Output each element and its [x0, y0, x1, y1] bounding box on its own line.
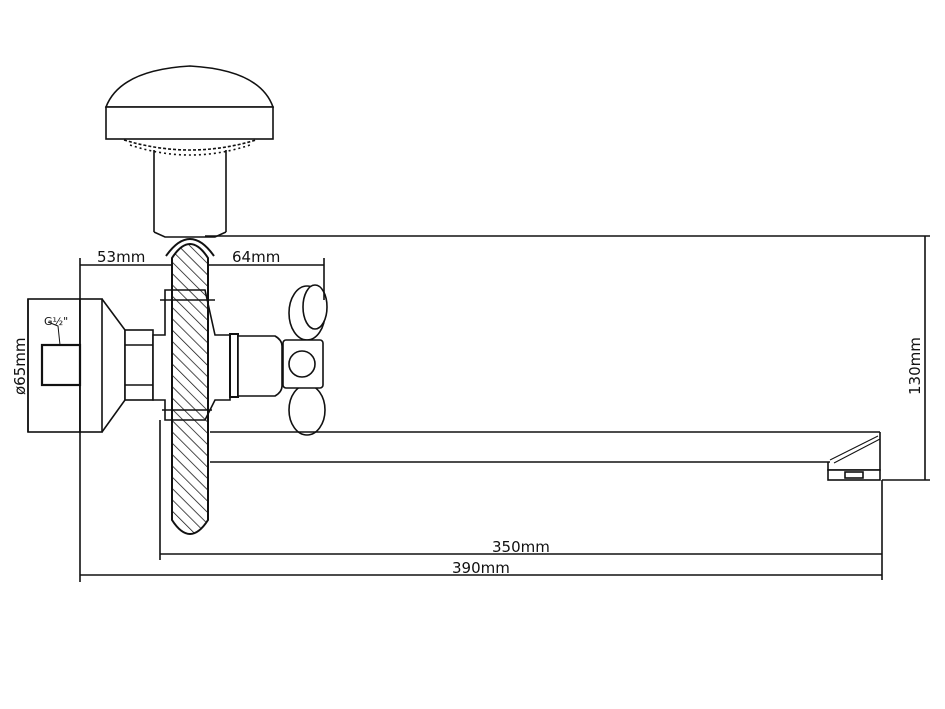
connector-nut — [124, 329, 154, 401]
wall-flange — [27, 298, 126, 433]
cross-handle — [282, 284, 328, 436]
dim-label-flange-diameter: ø65mm — [11, 338, 29, 396]
dim-label-right-offset: 64mm — [232, 248, 280, 266]
dim-label-spout-length: 350mm — [492, 538, 550, 556]
vertical-shower-tube — [165, 238, 215, 535]
dim-label-height: 130mm — [906, 337, 924, 395]
dim-label-left-offset: 53mm — [97, 248, 145, 266]
swivel-spout — [210, 431, 881, 481]
dim-label-total-length: 390mm — [452, 559, 510, 577]
shower-head — [104, 65, 275, 238]
valve-cartridge — [229, 333, 283, 398]
thread-label: G½" — [44, 315, 68, 328]
